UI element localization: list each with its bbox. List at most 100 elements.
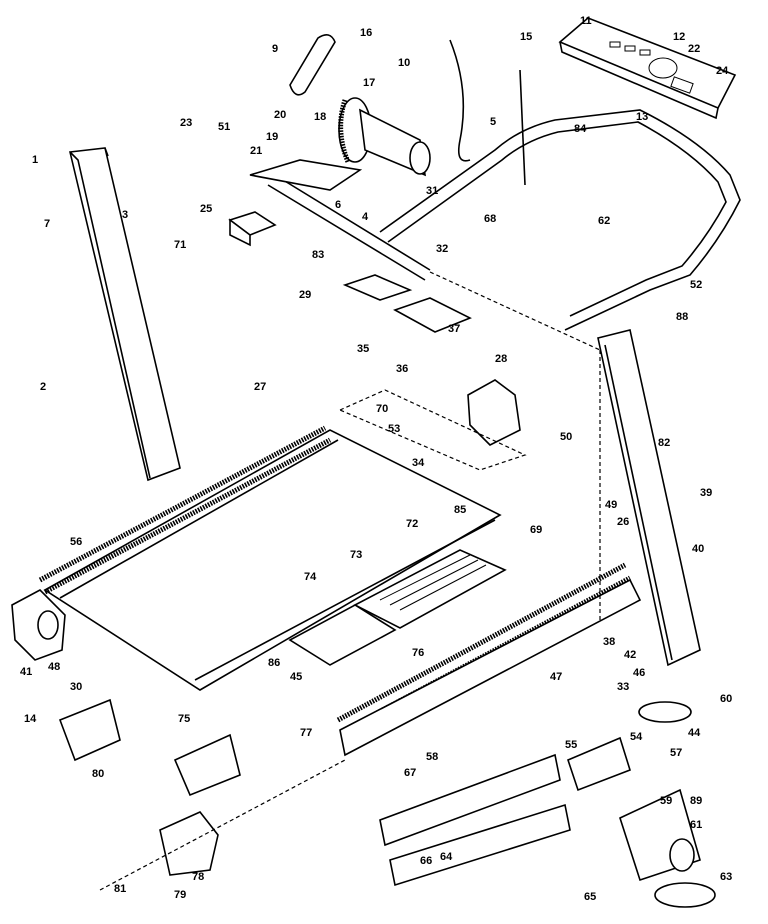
part-label-17: 17	[363, 77, 375, 89]
part-label-61: 61	[690, 819, 702, 831]
part-label-56: 56	[70, 536, 82, 548]
part-label-51: 51	[218, 121, 230, 133]
motor-assembly	[249, 97, 431, 191]
part-label-84: 84	[574, 123, 587, 135]
part-label-5: 5	[490, 116, 496, 128]
part-label-62: 62	[598, 215, 610, 227]
part-label-9: 9	[272, 43, 278, 55]
part-label-88: 88	[676, 311, 688, 323]
dashed-guides	[99, 350, 601, 891]
left-upright	[69, 147, 181, 482]
part-label-13: 13	[636, 111, 648, 123]
part-label-60: 60	[720, 693, 732, 705]
part-label-22: 22	[688, 43, 700, 55]
part-label-34: 34	[412, 457, 425, 469]
part-label-40: 40	[692, 543, 704, 555]
part-label-45: 45	[290, 671, 302, 683]
part-label-59: 59	[660, 795, 672, 807]
part-label-46: 46	[633, 667, 645, 679]
part-label-58: 58	[426, 751, 438, 763]
part-label-16: 16	[360, 27, 372, 39]
cable-right	[519, 69, 526, 186]
side-rail	[339, 578, 642, 757]
part-label-75: 75	[178, 713, 190, 725]
part-label-54: 54	[630, 731, 643, 743]
part-label-3: 3	[122, 209, 128, 221]
part-label-64: 64	[440, 851, 453, 863]
part-label-44: 44	[688, 727, 701, 739]
motor-hood	[467, 379, 521, 446]
part-label-27: 27	[254, 381, 266, 393]
part-label-31: 31	[426, 185, 438, 197]
part-label-78: 78	[192, 871, 204, 883]
part-label-50: 50	[560, 431, 572, 443]
part-label-37: 37	[448, 323, 460, 335]
part-label-52: 52	[690, 279, 702, 291]
part-label-80: 80	[92, 768, 104, 780]
part-label-63: 63	[720, 871, 732, 883]
part-label-15: 15	[520, 31, 532, 43]
part-label-41: 41	[20, 666, 32, 678]
part-label-11: 11	[580, 15, 592, 27]
part-label-73: 73	[350, 549, 362, 561]
part-label-24: 24	[716, 65, 729, 77]
part-label-6: 6	[335, 199, 341, 211]
part-label-42: 42	[624, 649, 636, 661]
part-label-55: 55	[565, 739, 577, 751]
part-label-1: 1	[32, 154, 38, 166]
part-label-65: 65	[584, 891, 596, 903]
walking-deck	[43, 429, 502, 691]
electronics-tray	[288, 549, 507, 666]
part-label-82: 82	[658, 437, 670, 449]
part-label-72: 72	[406, 518, 418, 530]
right-upright	[597, 329, 701, 667]
part-label-21: 21	[250, 145, 262, 157]
part-label-7: 7	[44, 218, 50, 230]
part-label-67: 67	[404, 767, 416, 779]
frame-tube	[267, 174, 601, 351]
part-label-71: 71	[174, 239, 186, 251]
cable	[449, 39, 471, 162]
part-label-68: 68	[484, 213, 496, 225]
part-label-77: 77	[300, 727, 312, 739]
part-label-57: 57	[670, 747, 682, 759]
part-label-14: 14	[24, 713, 37, 725]
part-label-10: 10	[398, 57, 410, 69]
part-label-70: 70	[376, 403, 388, 415]
part-label-79: 79	[174, 889, 186, 901]
part-label-66: 66	[420, 855, 432, 867]
handrail	[379, 109, 741, 331]
part-label-36: 36	[396, 363, 408, 375]
part-label-4: 4	[362, 211, 369, 223]
part-label-2: 2	[40, 381, 46, 393]
part-label-20: 20	[274, 109, 286, 121]
part-label-35: 35	[357, 343, 369, 355]
part-label-28: 28	[495, 353, 507, 365]
part-label-74: 74	[304, 571, 317, 583]
drive-belt	[289, 34, 336, 96]
part-label-32: 32	[436, 243, 448, 255]
console	[558, 17, 737, 120]
part-label-26: 26	[617, 516, 629, 528]
part-label-86: 86	[268, 657, 280, 669]
part-label-29: 29	[299, 289, 311, 301]
part-label-53: 53	[388, 423, 400, 435]
part-label-81: 81	[114, 883, 126, 895]
brackets	[342, 274, 472, 333]
part-label-89: 89	[690, 795, 702, 807]
part-label-19: 19	[266, 131, 278, 143]
part-label-38: 38	[603, 636, 615, 648]
part-label-33: 33	[617, 681, 629, 693]
part-label-25: 25	[200, 203, 212, 215]
controller-board	[228, 211, 277, 247]
part-label-85: 85	[454, 504, 466, 516]
part-label-48: 48	[48, 661, 60, 673]
foot-covers	[58, 698, 692, 876]
part-label-18: 18	[314, 111, 326, 123]
part-label-23: 23	[180, 117, 192, 129]
part-label-76: 76	[412, 647, 424, 659]
front-cover	[11, 589, 66, 661]
part-label-39: 39	[700, 487, 712, 499]
